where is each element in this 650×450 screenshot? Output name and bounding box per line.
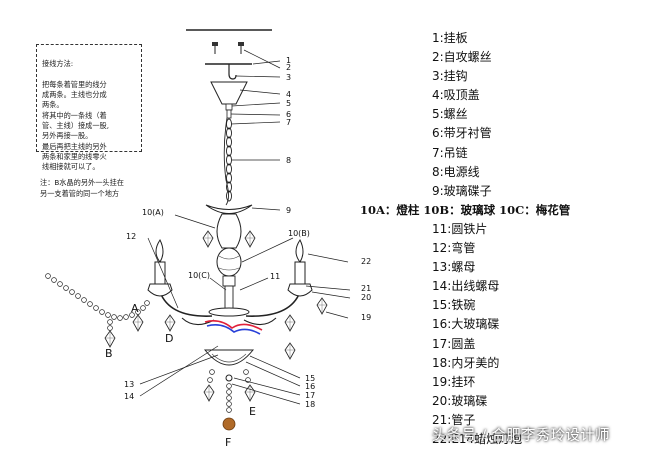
- part-6: 6:带牙衬管: [432, 126, 492, 141]
- threaded-tube: [226, 109, 232, 119]
- part-4: 4:吸顶盖: [432, 88, 480, 103]
- crystal-drop-column-left: [202, 230, 214, 248]
- left-candle-bulb: [155, 239, 164, 263]
- part-13: 13:螺母: [432, 260, 476, 275]
- callout-18: 18: [305, 400, 315, 409]
- part-22: 22:E14蜡烛灯泡: [432, 431, 523, 446]
- wiring-instructions: 接线方法: 把每条着管里的线分 成两条。主线也分成 两条。 将其中的一条线（着 …: [36, 44, 142, 171]
- crystal-drop-e: [244, 384, 256, 402]
- leader-lines: [139, 49, 351, 405]
- part-5: 5:螺丝: [432, 107, 468, 122]
- callout-3: 3: [286, 73, 291, 82]
- wiring-body: 把每条着管里的线分 成两条。主线也分成 两条。 将其中的一条线（着 管、主线）接…: [42, 79, 109, 172]
- part-14: 14:出线螺母: [432, 279, 500, 294]
- callout-10a: 10(A): [142, 208, 164, 217]
- callout-19: 19: [361, 313, 371, 322]
- ceiling-canopy: [210, 81, 248, 105]
- right-glass-cup: [287, 283, 313, 297]
- blue-wire: [206, 324, 261, 335]
- parts-list: 1:挂板 2:自攻螺丝 3:挂钩 4:吸顶盖 5:螺丝 6:带牙衬管 7:吊链 …: [360, 29, 570, 449]
- part-21: 21:管子: [432, 412, 476, 427]
- label-a: A: [131, 302, 139, 315]
- part-15: 15:铁碗: [432, 298, 476, 313]
- hook: [228, 64, 237, 80]
- part-18: 18:内牙美的: [432, 355, 500, 370]
- crystal-drop-a: [132, 314, 144, 332]
- glass-dish-top: [205, 204, 253, 214]
- callout-14: 14: [124, 392, 134, 401]
- callout-11: 11: [270, 272, 280, 281]
- label-b: B: [105, 347, 113, 360]
- round-iron-plate: [208, 307, 250, 317]
- callout-16: 16: [305, 382, 315, 391]
- part-1: 1:挂板: [432, 31, 468, 45]
- label-f: F: [225, 436, 231, 449]
- part-17: 17:圆盖: [432, 336, 476, 351]
- iron-bowl: [203, 349, 255, 366]
- wiring-title: 接线方法:: [42, 59, 74, 69]
- part-12: 12:弯管: [432, 241, 476, 256]
- crystal-ball-f: [222, 417, 236, 431]
- part-3: 3:挂钩: [432, 69, 468, 84]
- crystal-drop-b: [104, 330, 116, 348]
- callout-13: 13: [124, 380, 134, 389]
- crystal-drop-d: [164, 314, 176, 332]
- left-arm: [159, 291, 213, 317]
- self-tapping-screws: [212, 42, 244, 54]
- callout-10b: 10(B): [288, 229, 310, 238]
- right-candle-tube: [294, 261, 306, 285]
- callout-20: 20: [361, 293, 371, 302]
- part-7: 7:吊链: [432, 145, 468, 160]
- crystal-drop-column-right: [244, 230, 256, 248]
- callout-1: 1: [286, 56, 291, 65]
- watermark: 头条号 / 合肥李秀玲设计师: [432, 428, 610, 444]
- part-20: 20:玻璃碟: [432, 393, 488, 408]
- round-cap: [225, 374, 233, 382]
- callout-10c: 10(C): [188, 271, 210, 280]
- left-glass-cup: [147, 283, 173, 297]
- part-2: 2:自攻螺丝: [432, 50, 492, 65]
- callout-15: 15: [305, 374, 315, 383]
- part-10: 10A：燈柱 10B：玻璃球 10C：梅花管: [360, 202, 571, 217]
- callout-6: 6: [286, 110, 291, 119]
- right-candle-bulb: [295, 239, 304, 263]
- crystal-drop-right-lower: [284, 342, 296, 360]
- part-9: 9:玻璃碟子: [432, 183, 492, 198]
- right-arm: [245, 291, 301, 317]
- callout-9: 9: [286, 206, 291, 215]
- part-8: 8:电源线: [432, 164, 480, 179]
- crystal-note: 注：B水晶的另外一头挂在 另一支着管的同一个地方: [40, 178, 124, 198]
- hanging-chain: [226, 118, 232, 202]
- callout-22: 22: [361, 257, 371, 266]
- callout-5: 5: [286, 99, 291, 108]
- part-11: 11:圆铁片: [432, 221, 488, 236]
- callout-4: 4: [286, 90, 291, 99]
- power-cord: [223, 117, 229, 206]
- callout-7: 7: [286, 118, 291, 127]
- central-rod: [224, 285, 234, 311]
- canopy-screw: [225, 103, 233, 111]
- label-d: D: [165, 332, 173, 345]
- lamp-column: [216, 213, 242, 249]
- crystal-drop-left-bowl: [203, 384, 215, 402]
- crystal-drop-right: [284, 314, 296, 332]
- part-16: 16:大玻璃碟: [432, 317, 500, 332]
- flower-tube: [222, 275, 236, 287]
- callout-8: 8: [286, 156, 291, 165]
- part-19: 19:挂环: [432, 374, 476, 389]
- callout-2: 2: [286, 63, 291, 72]
- crystal-drop-right-outer: [316, 297, 328, 315]
- label-e: E: [249, 405, 256, 418]
- callout-12: 12: [126, 232, 136, 241]
- glass-ball: [216, 247, 242, 277]
- callout-21: 21: [361, 284, 371, 293]
- red-wire: [204, 320, 263, 331]
- callout-17: 17: [305, 391, 315, 400]
